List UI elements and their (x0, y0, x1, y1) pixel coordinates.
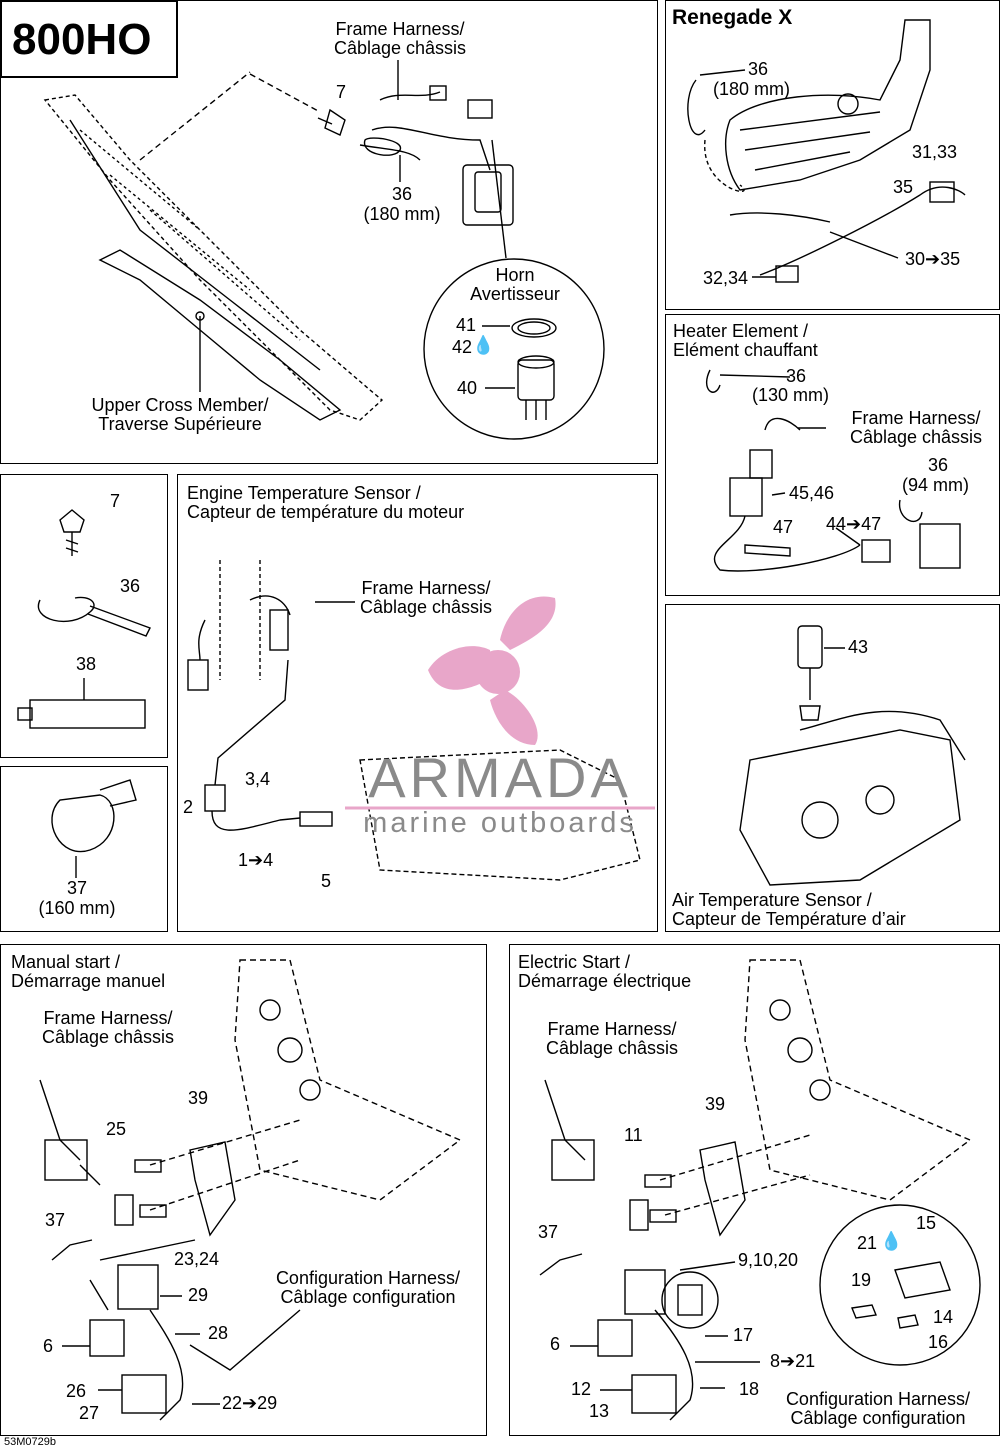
electric-part-19: 19 (851, 1270, 872, 1290)
heater-part-45-46: 45,46 (789, 483, 835, 503)
heater-title: Heater Element / Elément chauffant (673, 321, 818, 360)
electric-config-harness-label: Configuration Harness/ Câblage configura… (785, 1389, 971, 1428)
manual-title: Manual start / Démarrage manuel (11, 952, 166, 991)
manual-part-22-29: 22➔29 (222, 1393, 278, 1413)
renegade-title: Renegade X (672, 6, 793, 29)
document-reference: 53M0729b (4, 1436, 56, 1448)
electric-title: Electric Start / Démarrage électrique (518, 952, 692, 991)
electric-part-39: 39 (705, 1094, 726, 1114)
electric-part-37: 37 (538, 1222, 559, 1242)
heater-frame-harness-label: Frame Harness/ Câblage châssis (849, 408, 983, 447)
manual-part-28: 28 (208, 1323, 229, 1343)
manual-part-37: 37 (45, 1210, 66, 1230)
air-temp-part-43: 43 (848, 637, 869, 657)
parts-part-38: 38 (76, 654, 97, 674)
drop-icon-21: 💧 (880, 1231, 903, 1251)
manual-part-6: 6 (43, 1336, 54, 1356)
electric-part-16: 16 (928, 1332, 949, 1352)
electric-part-9-10-20: 9,10,20 (738, 1250, 799, 1270)
renegade-part-31-33: 31,33 (912, 142, 958, 162)
main-part-40: 40 (457, 378, 478, 398)
manual-config-harness-label: Configuration Harness/ Câblage configura… (275, 1268, 461, 1307)
electric-part-15: 15 (916, 1213, 937, 1233)
horn-label: Horn Avertisseur (470, 265, 560, 304)
electric-start-drawing (539, 959, 981, 1421)
electric-part-13: 13 (589, 1401, 610, 1421)
engine-temp-part-1-4: 1➔4 (238, 850, 274, 870)
engine-temp-title: Engine Temperature Sensor / Capteur de t… (187, 483, 465, 522)
manual-start-drawing (39, 959, 462, 1421)
main-part-36: 36 (391, 184, 413, 204)
watermark: ARMADA marine outboards (340, 746, 660, 839)
air-temp-title: Air Temperature Sensor / Capteur de Temp… (672, 890, 906, 929)
engine-temp-frame-harness-label: Frame Harness/ Câblage châssis (359, 578, 493, 617)
air-temp-drawing (739, 625, 966, 886)
watermark-propeller (428, 596, 556, 745)
renegade-part-35: 35 (893, 177, 914, 197)
electric-part-17: 17 (733, 1325, 754, 1345)
manual-frame-harness-label: Frame Harness/ Câblage châssis (41, 1008, 175, 1047)
heater-panel (665, 314, 1000, 596)
electric-frame-harness-label: Frame Harness/ Câblage châssis (545, 1019, 679, 1058)
parts-part-36: 36 (120, 576, 141, 596)
horn-drawing (423, 139, 605, 440)
electric-part-11: 11 (624, 1125, 643, 1145)
drop-icon: 💧 (472, 335, 495, 355)
manual-part-25: 25 (106, 1119, 127, 1139)
electric-part-6: 6 (550, 1334, 561, 1354)
manual-part-29: 29 (188, 1285, 209, 1305)
heater-part-36b-length: (94 mm) (902, 475, 969, 495)
parts-panel-bottom (0, 766, 168, 932)
manual-start-panel (0, 944, 487, 1436)
heater-part-47: 47 (773, 517, 794, 537)
manual-part-23-24: 23,24 (174, 1249, 220, 1269)
small-parts-drawing (17, 509, 151, 878)
watermark-brand: ARMADA (368, 746, 632, 809)
manual-part-27: 27 (79, 1403, 100, 1423)
electric-part-14: 14 (933, 1307, 954, 1327)
harness-screw-drawing (249, 60, 493, 182)
heater-element-drawing (705, 369, 961, 572)
main-part-7: 7 (336, 82, 347, 102)
parts-part-7: 7 (110, 491, 121, 511)
electric-part-18: 18 (739, 1379, 760, 1399)
manual-part-26: 26 (66, 1381, 87, 1401)
engine-temp-panel (177, 474, 658, 932)
renegade-part-36-length: (180 mm) (713, 79, 791, 99)
electric-part-8-21: 8➔21 (770, 1351, 816, 1371)
parts-part-37: 37 (66, 878, 88, 898)
main-part-41: 41 (456, 315, 477, 335)
upper-cross-member-drawing (43, 71, 384, 421)
heater-part-44-47: 44➔47 (826, 514, 882, 534)
engine-temp-part-2: 2 (183, 797, 194, 817)
air-temp-panel (665, 604, 1000, 932)
engine-temp-part-5: 5 (321, 871, 332, 891)
engine-temp-part-3-4: 3,4 (245, 769, 271, 789)
watermark-tagline: marine outboards (363, 807, 637, 839)
model-badge: 800HO (0, 0, 178, 78)
renegade-tank-drawing (687, 19, 966, 283)
electric-part-21: 21 (857, 1233, 878, 1253)
heater-part-36a-length: (130 mm) (752, 385, 830, 405)
renegade-part-30-35: 30➔35 (905, 249, 961, 269)
main-part-36-length: (180 mm) (363, 204, 441, 224)
upper-cross-member-label: Upper Cross Member/ Traverse Supérieure (91, 395, 269, 434)
engine-temp-drawing (187, 560, 641, 881)
main-part-42: 42 (452, 337, 473, 357)
renegade-part-36: 36 (748, 59, 769, 79)
heater-part-36b: 36 (928, 455, 949, 475)
parts-part-37-length: (160 mm) (38, 898, 116, 918)
electric-part-12: 12 (571, 1379, 592, 1399)
main-frame-harness-label: Frame Harness/ Câblage châssis (333, 19, 467, 58)
heater-part-36a: 36 (786, 366, 807, 386)
manual-part-39: 39 (188, 1088, 209, 1108)
renegade-part-32-34: 32,34 (703, 268, 749, 288)
